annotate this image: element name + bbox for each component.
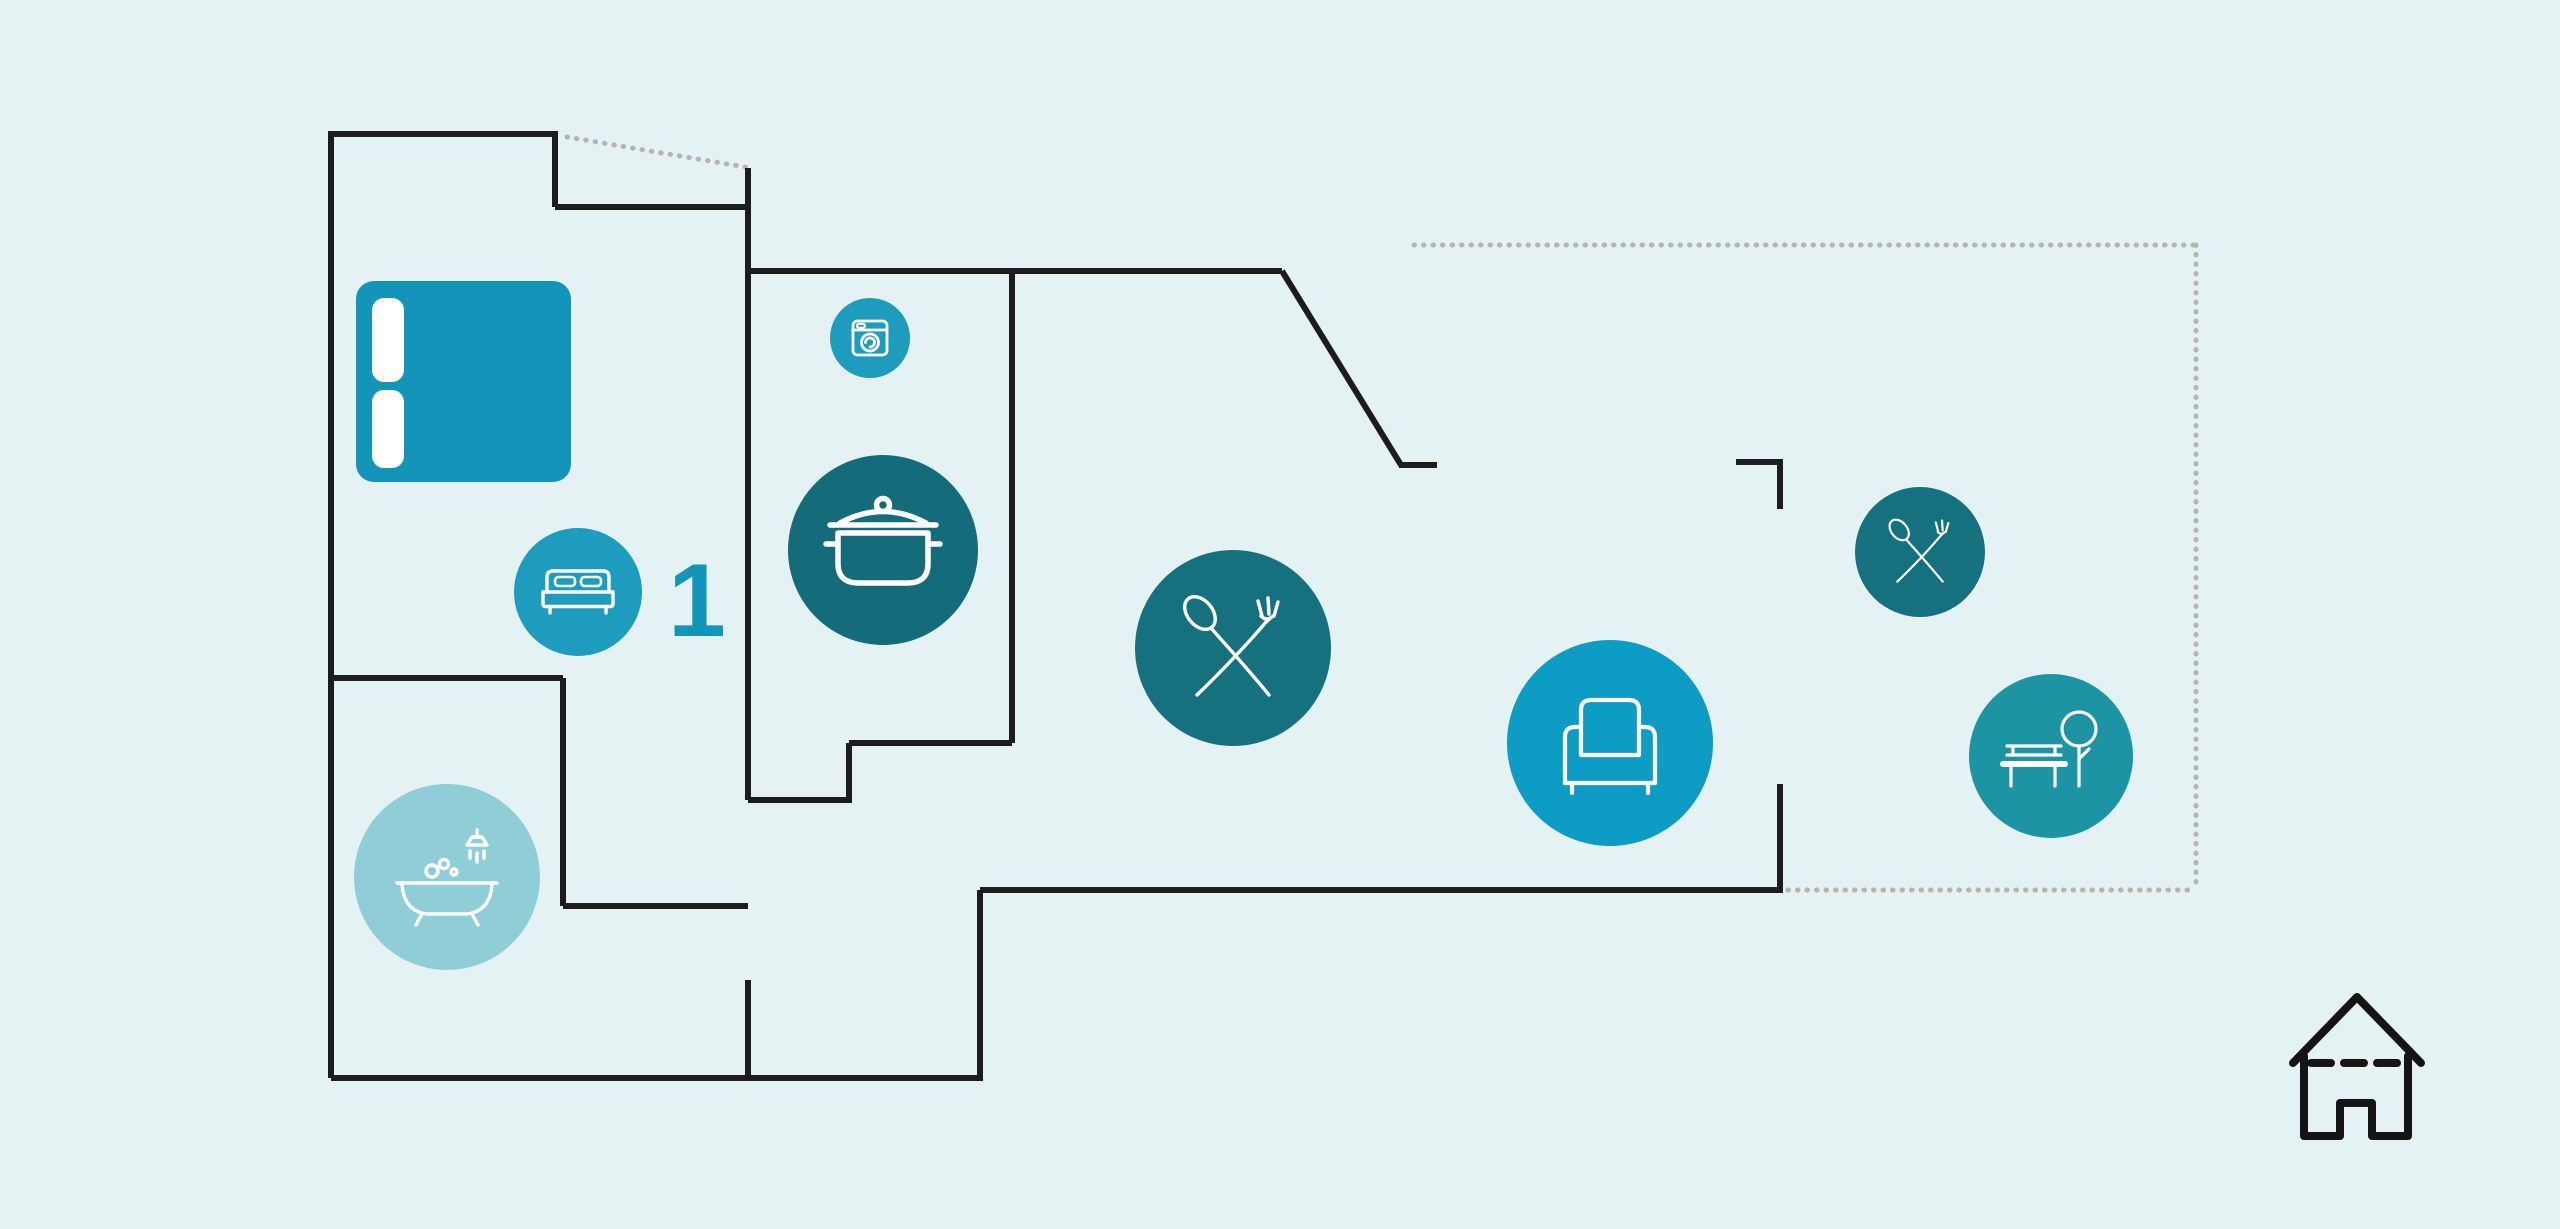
bed-pillow-left [372, 298, 404, 382]
bed-icon [541, 569, 615, 615]
living-room-circle [1507, 640, 1713, 846]
bedroom-count: 1 [668, 543, 726, 659]
bathtub-shower-icon [395, 828, 499, 927]
bedroom-badge [514, 528, 642, 656]
dining-circle [1135, 550, 1331, 746]
laundry-marker [830, 298, 910, 378]
kitchen-marker [788, 455, 978, 645]
walls [328, 131, 1783, 1081]
bathroom-circle [354, 784, 540, 970]
living-room-marker [1507, 640, 1713, 846]
cooking-pot-icon [823, 495, 943, 586]
bed-pillow-right [372, 390, 404, 468]
terrace-dining-circle [1855, 487, 1985, 617]
double-bed-icon [356, 281, 571, 482]
garden-marker [1969, 674, 2133, 838]
bed-body [356, 281, 571, 482]
armchair-icon [1562, 697, 1658, 796]
house-roof [2289, 993, 2425, 1067]
dining-marker [1135, 550, 1331, 746]
kitchen-circle [788, 455, 978, 645]
bench-tree-icon [2000, 710, 2098, 788]
bathroom-marker [354, 784, 540, 970]
terrace-dining-marker [1855, 487, 1985, 617]
house-ground-floor-icon [2289, 993, 2425, 1140]
terrace-outline [564, 134, 2199, 893]
washing-machine-icon [851, 319, 889, 357]
house-walls-door [2300, 1052, 2412, 1140]
